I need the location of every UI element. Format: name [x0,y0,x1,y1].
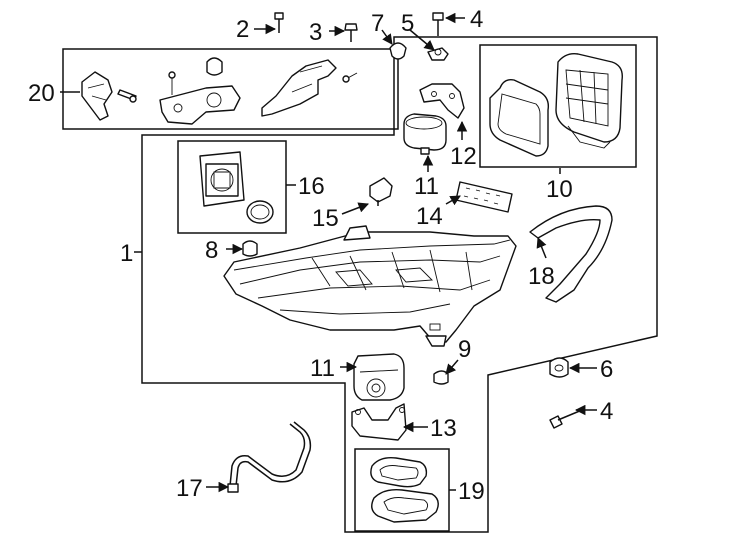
callout-8: 8 [205,237,218,264]
callout-17: 17 [176,475,203,502]
part-1-headlamp-assembly [223,225,517,347]
box-20-mounting-kit [62,48,399,130]
callout-15: 15 [312,205,339,232]
part-13-bracket [351,403,407,441]
part-7-grommet [389,42,407,60]
part-10-gasket [489,78,550,157]
callout-7: 7 [371,10,384,37]
callout-4-lower: 4 [600,398,613,425]
part-20-mount-plate [159,57,241,125]
part-20-bracket [81,71,137,121]
part-11-adjuster-lower [353,353,405,401]
part-8-plug [242,240,258,257]
part-4-screw-lower [549,409,583,429]
box-10-lens-kit [479,44,637,168]
part-9-grommet [433,370,449,385]
part-4-screw-top [432,12,444,36]
part-10-lens [555,52,623,149]
callout-10: 10 [546,176,573,203]
callout-6: 6 [600,356,613,383]
box-16-control-module [177,140,287,234]
part-19-cover [370,456,439,523]
callout-11-upper: 11 [414,173,439,200]
part-18-trim-strip [529,205,613,303]
callout-19: 19 [458,478,485,505]
part-14-circuit-plate [455,181,513,213]
part-11-adjuster-upper [403,113,447,155]
callout-18: 18 [528,263,555,290]
part-5-nut [427,47,449,61]
callout-13: 13 [430,415,457,442]
leader-lines [60,12,597,493]
callout-9: 9 [458,336,471,363]
callout-3: 3 [309,19,322,46]
part-6-nut [549,357,569,378]
callout-2: 2 [236,16,249,43]
callout-4-top: 4 [470,6,483,33]
part-17-vent-hose [227,421,312,493]
callout-1: 1 [120,240,133,267]
part-15-connector [369,177,393,206]
callout-20: 20 [28,80,55,107]
part-12-bracket [419,83,465,119]
part-3-bolt [344,23,358,42]
callout-12: 12 [450,143,477,170]
callout-11-lower: 11 [310,355,335,382]
part-2-screw [274,12,284,33]
part-20-upper-bracket [261,59,358,117]
part-16-led-module [199,151,274,224]
callout-16: 16 [298,173,325,200]
assembly-outline [141,36,658,533]
callout-5: 5 [401,10,414,37]
callout-14: 14 [416,203,443,230]
